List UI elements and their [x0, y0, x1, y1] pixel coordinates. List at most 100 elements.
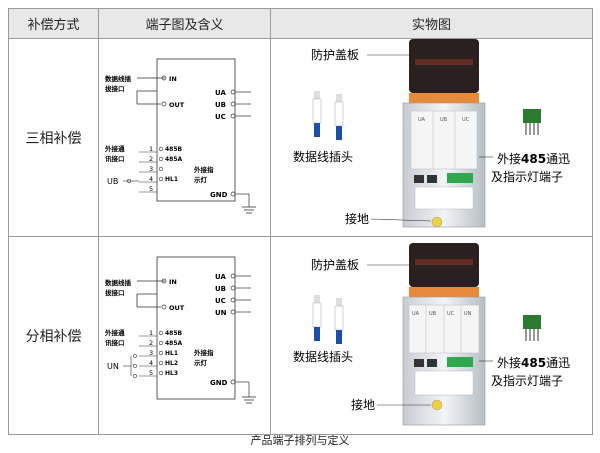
phase-terminal-label: UA — [215, 273, 226, 281]
gnd-terminal-icon — [230, 379, 236, 385]
schematic-cell: 数据线插 拔接口 IN OUT 外接通 讯接口 1 2 3 4 5 — [98, 38, 271, 237]
rj-port-icon — [414, 175, 424, 183]
ub-label: UB — [107, 177, 118, 186]
ground-label: 接地 — [345, 211, 369, 226]
data-port-label-1: 数据线插 — [105, 74, 132, 83]
data-plug-icon — [312, 295, 344, 344]
data-port-label-2: 拔接口 — [105, 288, 125, 297]
un-terminal-icon — [133, 354, 137, 358]
photo-cell: UA UB UC — [270, 38, 593, 237]
body-term-label: UA — [412, 311, 420, 317]
terminal-definition-table: 补偿方式 端子图及含义 实物图 三相补偿 — [8, 8, 593, 435]
figure-caption: 产品端子排列与定义 — [250, 434, 350, 447]
ext-label-line2: 及指示灯端子 — [491, 373, 563, 388]
rj-port-icon — [427, 359, 437, 367]
phase-terminal-label: UN — [215, 309, 227, 317]
indicator-label-1: 外接指 — [194, 348, 214, 357]
body-term-label: UA — [418, 117, 426, 123]
photo-cell: UA UB UC UN — [270, 236, 593, 435]
ground-screw-icon — [431, 216, 443, 228]
module-box — [156, 256, 236, 400]
ext-label-line2: 及指示灯端子 — [491, 169, 563, 184]
ext-label-line1: 外接485通迅 — [497, 151, 570, 166]
data-port-label-1: 数据线插 — [105, 278, 132, 287]
module-box — [156, 58, 236, 202]
pin-number: 2 — [149, 339, 153, 347]
pin-number: 1 — [149, 329, 153, 337]
indicator-label-1: 外接指 — [194, 165, 214, 174]
data-plug-icon — [312, 91, 344, 140]
green-terminal-block — [447, 173, 473, 183]
body-term-label: UC — [447, 311, 455, 317]
table-header-row: 补偿方式 端子图及含义 实物图 — [8, 8, 593, 39]
un-terminal-icon — [133, 364, 137, 368]
in-label: IN — [169, 75, 177, 83]
pin-number: 5 — [149, 369, 153, 377]
ground-label: 接地 — [351, 397, 375, 412]
ub-terminal-icon — [126, 178, 132, 184]
body-term-label: UC — [462, 117, 470, 123]
header-mode: 补偿方式 — [8, 8, 99, 39]
rj-port-icon — [427, 175, 437, 183]
indicator-label-2: 示灯 — [194, 358, 208, 367]
green-terminal-block — [447, 357, 473, 367]
comm-port-label-2: 讯接口 — [105, 154, 125, 163]
header-photo: 实物图 — [270, 8, 593, 39]
terminal-schematic-three-phase: 数据线插 拔接口 IN OUT 外接通 讯接口 1 2 3 4 5 — [105, 58, 256, 214]
cover-label: 防护盖板 — [311, 47, 359, 62]
green-connector-icon — [523, 109, 541, 135]
pin-label: HL1 — [165, 176, 178, 183]
ground-screw-icon — [431, 399, 443, 411]
table-row-split-phase: 分相补偿 数据线插 拔接口 IN OUT 外 — [8, 236, 593, 435]
out-label: OUT — [169, 101, 185, 109]
product-photo-three-phase: UA UB UC — [293, 39, 570, 228]
pin-label: 485B — [165, 146, 183, 153]
protective-cover — [409, 39, 479, 93]
pin-number: 3 — [149, 349, 153, 357]
gnd-label: GND — [210, 379, 228, 387]
phase-terminals: UA UB UC UN — [215, 273, 251, 317]
out-terminal-icon — [161, 304, 167, 310]
phase-terminal-label: UB — [215, 101, 226, 109]
pin-label: 485B — [165, 330, 183, 337]
comm-port-label-1: 外接通 — [105, 328, 125, 337]
pin-block: 1 2 3 4 5 — [139, 145, 183, 193]
body-term-label: UB — [440, 117, 448, 123]
phase-terminals: UA UB UC — [215, 89, 251, 121]
pin-number: 5 — [149, 185, 153, 193]
header-terminal-diagram: 端子图及含义 — [98, 8, 271, 39]
table-row-three-phase: 三相补偿 数据线插 拔接口 IN — [8, 38, 593, 237]
pin-number: 3 — [149, 165, 153, 173]
pin-number: 2 — [149, 155, 153, 163]
pin-label: HL3 — [165, 370, 178, 377]
un-label: UN — [107, 362, 119, 371]
pin-label: HL1 — [165, 350, 178, 357]
phase-terminal-label: UC — [215, 297, 226, 305]
comm-port-label-2: 讯接口 — [105, 338, 125, 347]
pin-label: HL2 — [165, 360, 178, 367]
phase-terminal-label: UC — [215, 113, 226, 121]
pin-label: 485A — [165, 340, 183, 347]
in-label: IN — [169, 278, 177, 286]
mode-cell: 分相补偿 — [8, 236, 99, 435]
orange-terminal-strip — [409, 287, 479, 299]
out-label: OUT — [169, 304, 185, 312]
data-port-label-2: 拔接口 — [105, 84, 125, 93]
body-term-label: UN — [464, 311, 472, 317]
pin-number: 4 — [149, 359, 153, 367]
comm-port-label-1: 外接通 — [105, 144, 125, 153]
un-terminal-icon — [133, 374, 137, 378]
gnd-label: GND — [210, 191, 228, 199]
pin-block: 1 2 3 4 5 — [139, 329, 183, 377]
phase-terminal-label: UA — [215, 89, 226, 97]
ext-label-line1: 外接485通迅 — [497, 355, 570, 370]
mode-cell: 三相补偿 — [8, 38, 99, 237]
cover-label: 防护盖板 — [311, 257, 359, 272]
plug-label: 数据线插头 — [293, 349, 353, 364]
pin-number: 4 — [149, 175, 153, 183]
pin-label: 485A — [165, 156, 183, 163]
in-terminal-icon — [161, 75, 167, 81]
terminal-schematic-split-phase: 数据线插 拔接口 IN OUT 外接通 讯接口 1 2 3 4 5 — [105, 256, 256, 404]
body-term-label: UB — [429, 311, 437, 317]
